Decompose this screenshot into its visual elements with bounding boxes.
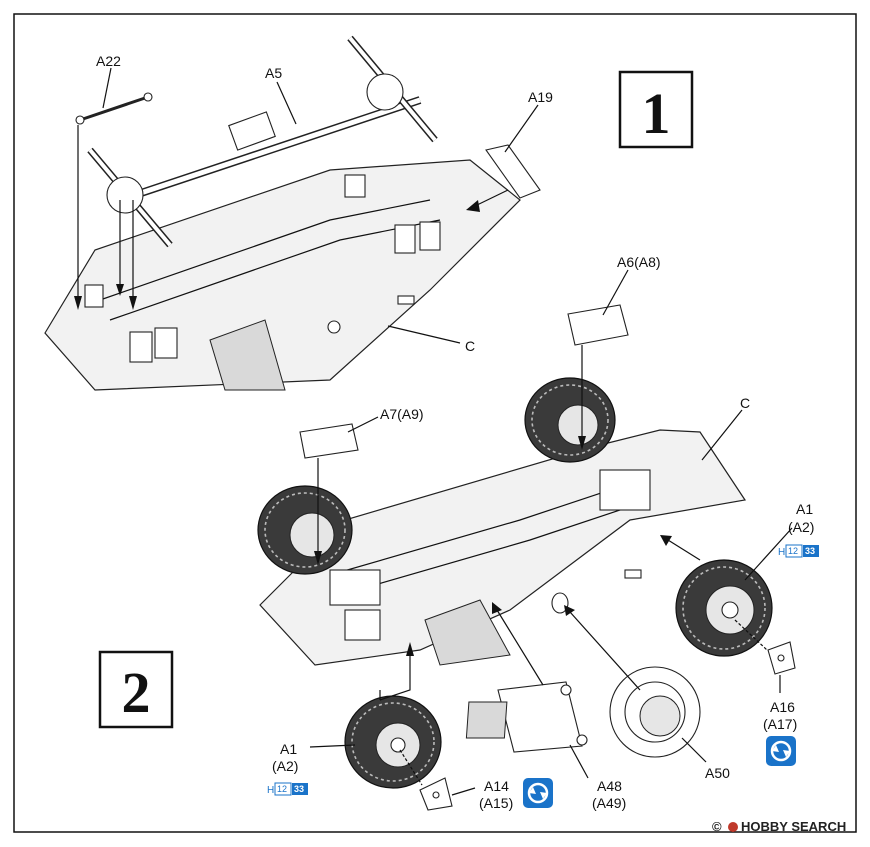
spring-2 — [154, 327, 178, 359]
part-a5-axle — [87, 35, 438, 248]
part-a6-a8 — [567, 304, 629, 346]
step1-arrows — [74, 125, 509, 310]
paint-code-left: H 12 33 — [267, 782, 308, 796]
label-c-step2: C — [740, 395, 750, 411]
label-a7-a9: A7(A9) — [380, 406, 424, 422]
watermark-text: HOBBY SEARCH — [741, 819, 846, 834]
label-c-step1: C — [465, 338, 475, 354]
paint-code-right-prefix: H — [778, 547, 785, 558]
step2-leaders — [309, 269, 793, 796]
watermark-logo-icon — [728, 822, 738, 832]
paint-code-left-n1: 12 — [277, 784, 287, 794]
step-2-number: 2 — [122, 660, 151, 725]
spring-5 — [344, 174, 366, 198]
part-a7-a9 — [299, 423, 359, 459]
label-a22: A22 — [96, 53, 121, 69]
label-a5: A5 — [265, 65, 282, 81]
hull-c-step2-panel — [424, 599, 511, 666]
wheel-a1-left — [344, 695, 442, 789]
paint-code-right-n2: 33 — [805, 546, 815, 556]
label-a1-right: A1 — [796, 501, 813, 517]
watermark-copyright: © — [712, 819, 722, 834]
hull-c-step1-hole — [327, 320, 341, 334]
part-a50-spare — [609, 666, 701, 758]
spring-1 — [129, 331, 153, 363]
label-a14: A14 — [484, 778, 509, 794]
hull-c-step1-slot — [397, 295, 415, 305]
paint-code-left-prefix: H — [267, 785, 274, 796]
paint-code-right-n1: 12 — [788, 546, 798, 556]
label-a50: A50 — [705, 765, 730, 781]
label-a17: (A17) — [763, 716, 797, 732]
label-a15: (A15) — [479, 795, 513, 811]
step2-arrows — [314, 345, 768, 786]
watermark: © HOBBY SEARCH — [712, 819, 846, 834]
hull-c-step1-rail — [99, 199, 431, 301]
front-spring-unit — [344, 609, 381, 641]
step-2-assembly — [257, 269, 796, 811]
paint-code-right: H 12 33 — [778, 544, 819, 558]
hull-c-step1-panel — [209, 319, 286, 391]
spring-4 — [419, 221, 441, 251]
label-a2-left: (A2) — [272, 758, 298, 774]
label-a16: A16 — [770, 699, 795, 715]
wheel-installed-rear-left — [524, 377, 616, 463]
step1-springs — [84, 174, 441, 363]
label-a6-a8: A6(A8) — [617, 254, 661, 270]
spring-3 — [394, 224, 416, 254]
label-a1-left: A1 — [280, 741, 297, 757]
spring-6 — [84, 284, 104, 308]
step-2-box — [98, 650, 174, 729]
step1-leaders — [102, 67, 539, 344]
a5-center-box — [228, 111, 276, 151]
label-a48: A48 — [597, 778, 622, 794]
step-1-number: 1 — [642, 81, 671, 146]
label-a49: (A49) — [592, 795, 626, 811]
wheel-installed-front-left — [257, 485, 353, 575]
label-a19: A19 — [528, 89, 553, 105]
part-a19 — [485, 144, 541, 199]
a5-differential-rear — [366, 73, 404, 111]
hull-c-step2-slot — [624, 569, 642, 579]
step-1-box — [618, 70, 694, 149]
hull-c-step2-rail2 — [339, 499, 651, 596]
rotate-icon-right — [766, 736, 796, 766]
part-a50-mount — [551, 592, 569, 614]
paint-code-left-n2: 33 — [294, 784, 304, 794]
part-a48-a49 — [465, 681, 588, 753]
rotate-icon-left — [523, 778, 553, 808]
step-1-assembly — [44, 35, 541, 391]
rear-suspension — [599, 469, 651, 511]
part-a22-rod — [75, 92, 153, 125]
a5-differential-front — [106, 176, 144, 214]
sheet-frame — [13, 13, 857, 833]
front-suspension — [329, 569, 381, 606]
label-a2-right: (A2) — [788, 519, 814, 535]
